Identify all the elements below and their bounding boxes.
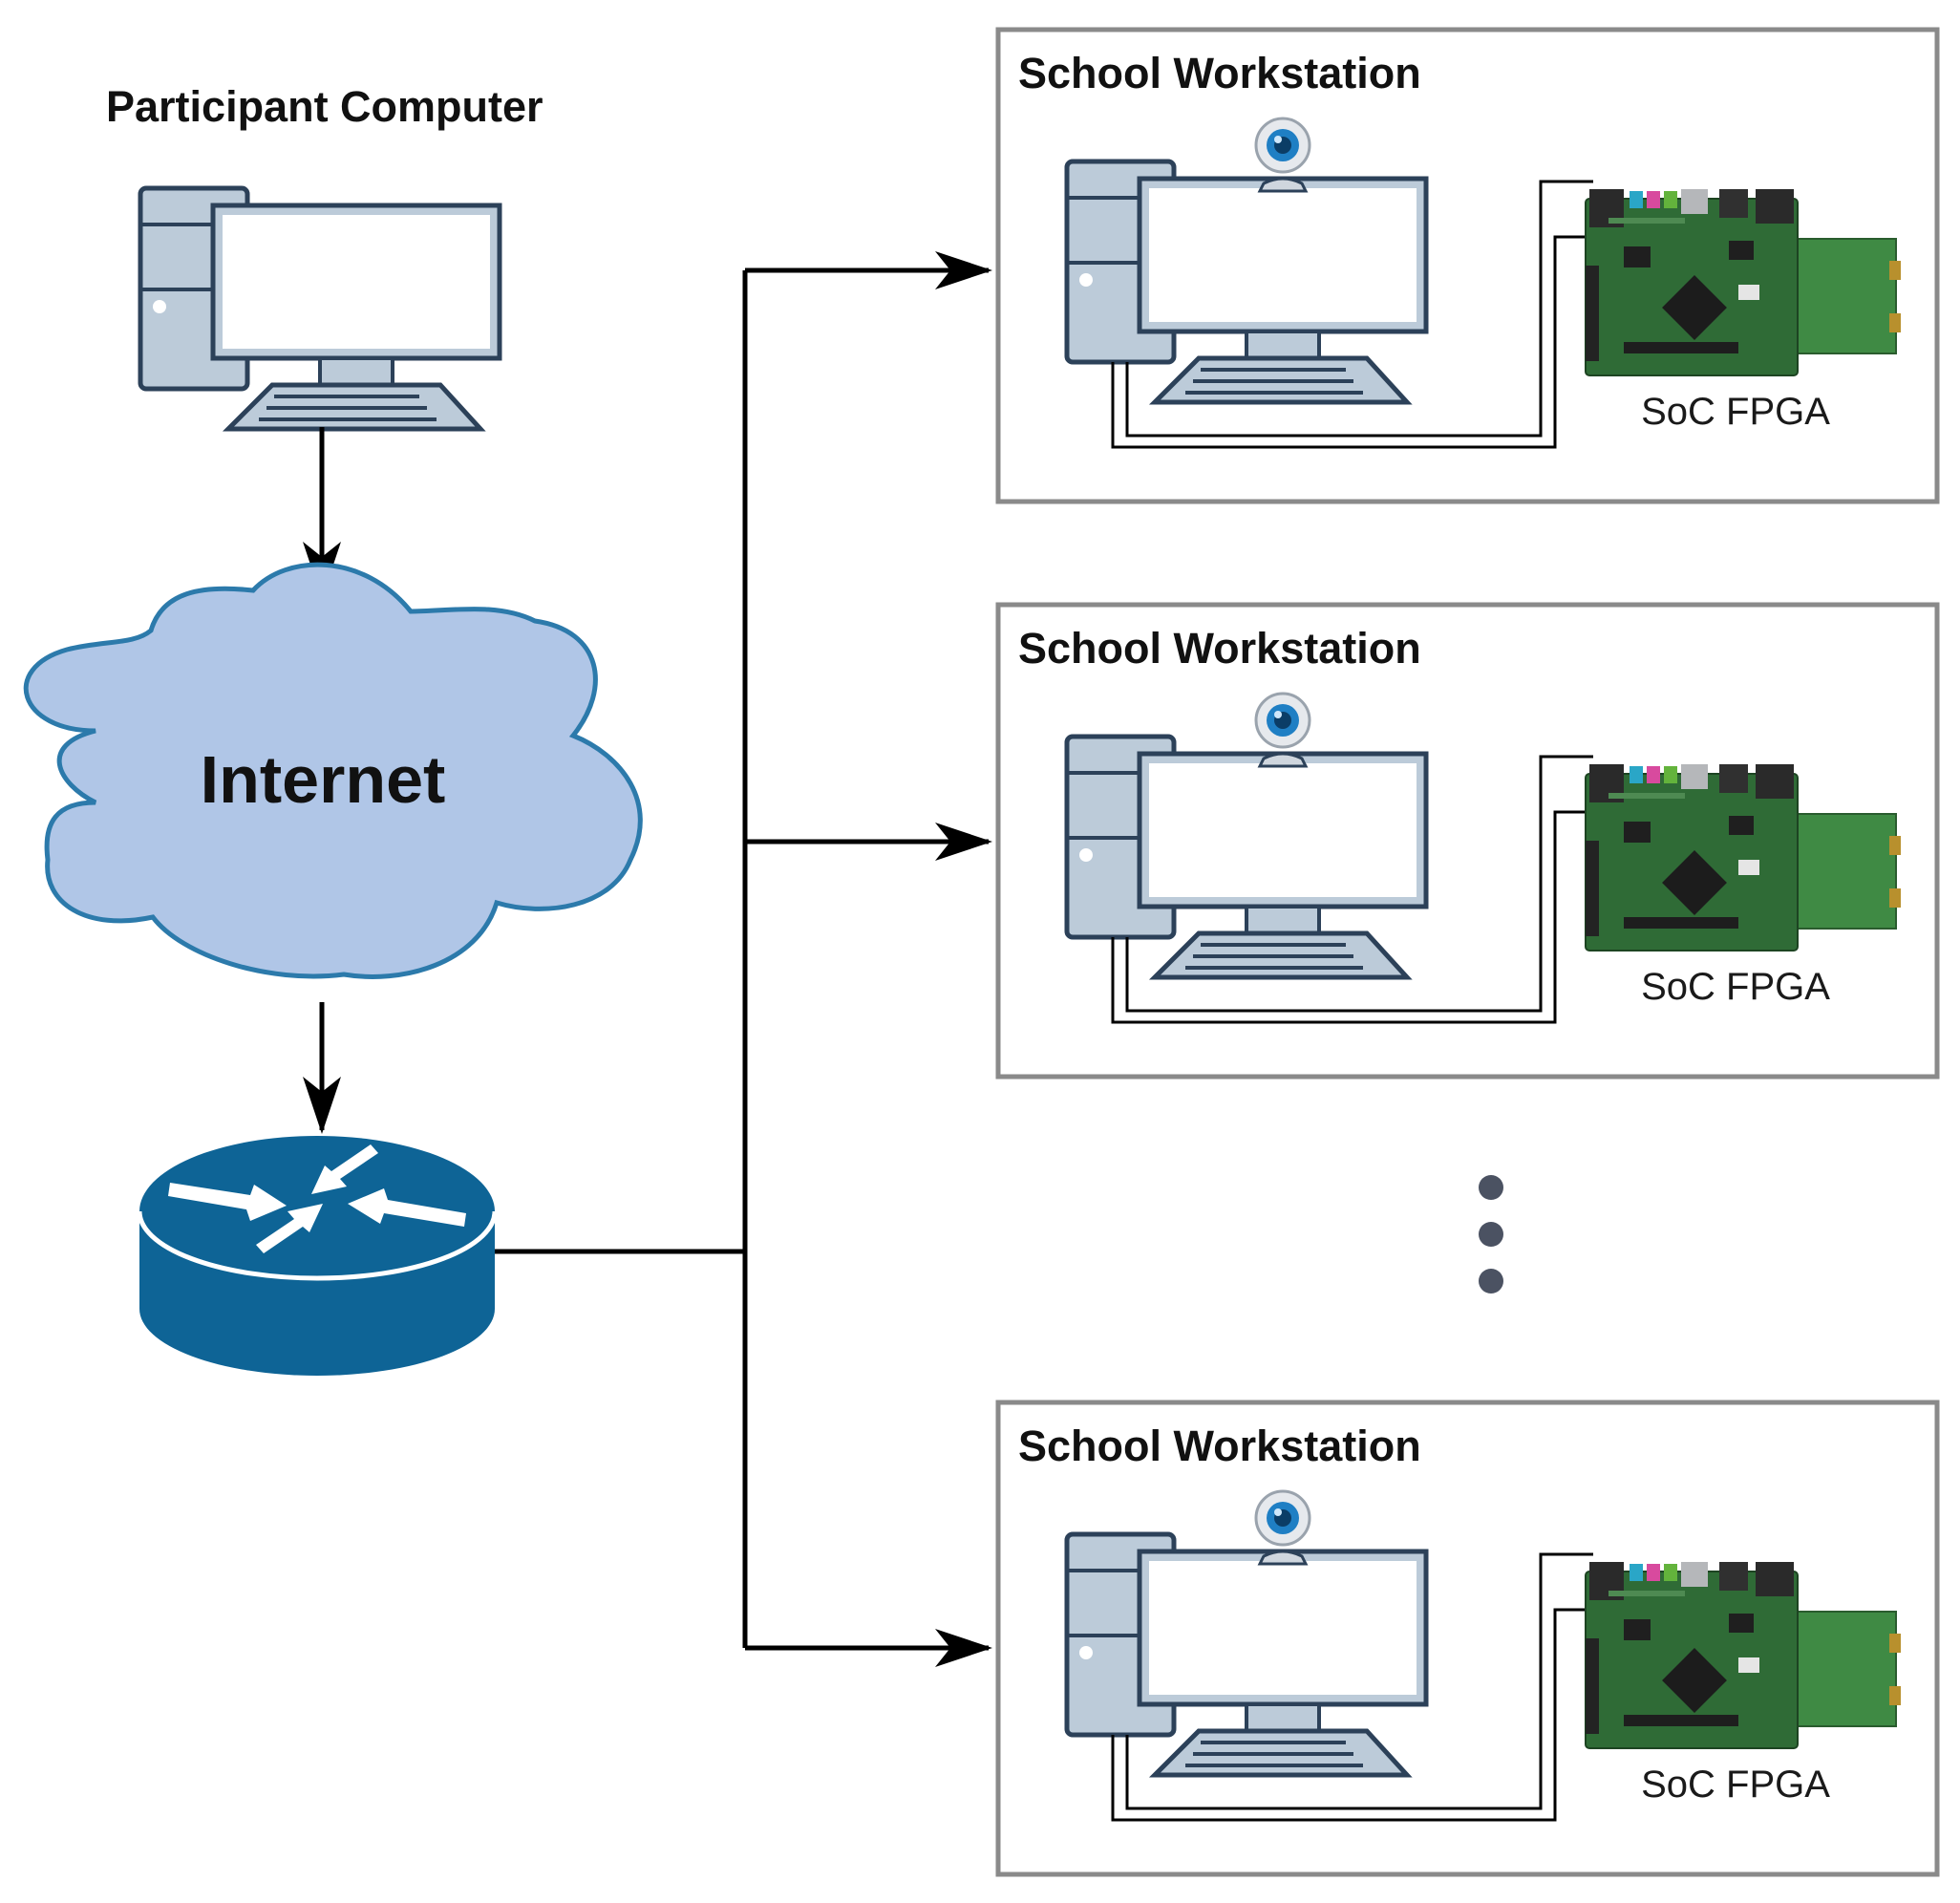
- fpga-board-icon: [1585, 763, 1902, 952]
- board-label: SoC FPGA: [1641, 966, 1830, 1008]
- router-icon: [137, 1136, 498, 1376]
- internet-cloud: Internet: [23, 562, 643, 979]
- workstation-1: School Workstation SoC FPGA: [995, 27, 1940, 504]
- cable: [1111, 180, 1593, 449]
- desktop-computer-icon: [1067, 737, 1426, 977]
- board-label: SoC FPGA: [1641, 1764, 1830, 1806]
- router: [137, 1136, 498, 1376]
- workstation-box: [995, 1400, 1940, 1877]
- internet-label: Internet: [201, 742, 446, 817]
- fpga-board-icon: [1585, 188, 1902, 376]
- workstation-title: School Workstation: [1018, 1422, 1421, 1470]
- workstation-box: [995, 602, 1940, 1080]
- desktop-computer-icon: [1067, 161, 1426, 402]
- cable: [1111, 755, 1593, 1024]
- workstation-title: School Workstation: [1018, 49, 1421, 97]
- fpga-board-icon: [1585, 1561, 1902, 1749]
- connector-router-to-workstations: [495, 251, 992, 1667]
- cable: [1111, 1552, 1593, 1822]
- desktop-computer-icon: [1067, 1534, 1426, 1775]
- cloud-icon: [23, 562, 643, 979]
- workstation-2: School Workstation SoC FPGA: [995, 602, 1940, 1080]
- workstation-title: School Workstation: [1018, 624, 1421, 673]
- workstation-box: [995, 27, 1940, 504]
- workstation-3: School Workstation SoC FPGA: [995, 1400, 1940, 1877]
- board-label: SoC FPGA: [1641, 391, 1830, 433]
- ellipsis-dot: [1479, 1269, 1503, 1294]
- desktop-computer-icon: [140, 188, 500, 429]
- ellipsis-dot: [1479, 1175, 1503, 1200]
- more-workstations-ellipsis: [1479, 1175, 1503, 1294]
- ellipsis-dot: [1479, 1222, 1503, 1247]
- participant-computer-label: Participant Computer: [106, 82, 543, 131]
